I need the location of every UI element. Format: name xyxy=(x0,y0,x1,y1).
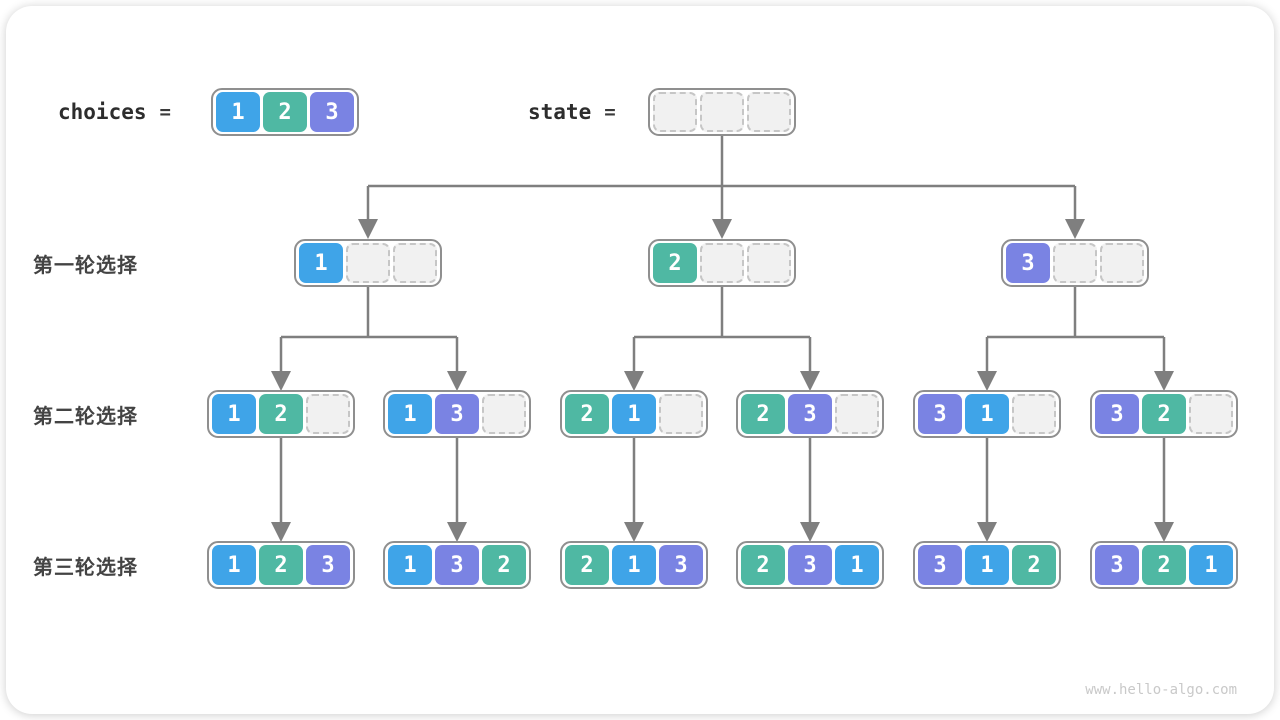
empty-cell xyxy=(482,394,526,434)
choice-cell-1: 1 xyxy=(965,545,1009,585)
choice-cell-3: 3 xyxy=(1095,394,1139,434)
choice-cell-3: 3 xyxy=(310,92,354,132)
empty-cell xyxy=(835,394,879,434)
choice-cell-2: 2 xyxy=(259,545,303,585)
choice-cell-2: 2 xyxy=(1142,394,1186,434)
empty-cell xyxy=(1053,243,1097,283)
choice-cell-3: 3 xyxy=(788,394,832,434)
choice-cell-2: 2 xyxy=(565,545,609,585)
empty-cell xyxy=(659,394,703,434)
choice-cell-2: 2 xyxy=(259,394,303,434)
row-label-round-1: 第一轮选择 xyxy=(33,254,138,277)
choice-cell-1: 1 xyxy=(388,545,432,585)
empty-cell xyxy=(1100,243,1144,283)
row-label-round-2: 第二轮选择 xyxy=(33,405,138,428)
choice-cell-2: 2 xyxy=(565,394,609,434)
choice-cell-1: 1 xyxy=(212,394,256,434)
empty-cell xyxy=(346,243,390,283)
choice-cell-1: 1 xyxy=(835,545,879,585)
choice-cell-2: 2 xyxy=(263,92,307,132)
choice-cell-3: 3 xyxy=(918,545,962,585)
choice-cell-1: 1 xyxy=(212,545,256,585)
choice-cell-2: 2 xyxy=(482,545,526,585)
level1-node-3: 3 xyxy=(1001,239,1149,287)
state-label-group: state = xyxy=(528,88,616,136)
choice-cell-3: 3 xyxy=(918,394,962,434)
state-label: state xyxy=(528,100,592,124)
empty-cell xyxy=(700,92,744,132)
choice-cell-2: 2 xyxy=(1012,545,1056,585)
choice-cell-1: 1 xyxy=(299,243,343,283)
equals-sign: = xyxy=(604,101,616,123)
choice-cell-2: 2 xyxy=(653,243,697,283)
empty-cell xyxy=(653,92,697,132)
level1-node-1: 1 xyxy=(294,239,442,287)
empty-cell xyxy=(747,243,791,283)
equals-sign: = xyxy=(159,101,171,123)
choice-cell-3: 3 xyxy=(306,545,350,585)
choice-cell-3: 3 xyxy=(435,394,479,434)
choice-cell-1: 1 xyxy=(388,394,432,434)
choice-cell-2: 2 xyxy=(1142,545,1186,585)
empty-cell xyxy=(1189,394,1233,434)
choice-cell-1: 1 xyxy=(1189,545,1233,585)
empty-cell xyxy=(700,243,744,283)
level1-node-2: 2 xyxy=(648,239,796,287)
empty-cell xyxy=(393,243,437,283)
choice-cell-1: 1 xyxy=(612,394,656,434)
choice-cell-1: 1 xyxy=(612,545,656,585)
choice-cell-3: 3 xyxy=(1095,545,1139,585)
choice-cell-1: 1 xyxy=(965,394,1009,434)
choice-cell-2: 2 xyxy=(741,394,785,434)
choice-cell-3: 3 xyxy=(435,545,479,585)
choice-cell-3: 3 xyxy=(659,545,703,585)
watermark: www.hello-algo.com xyxy=(1085,682,1237,698)
empty-cell xyxy=(747,92,791,132)
choices-label: choices xyxy=(58,100,147,124)
choice-cell-3: 3 xyxy=(1006,243,1050,283)
tree-connectors xyxy=(271,136,1174,542)
row-label-round-3: 第三轮选择 xyxy=(33,556,138,579)
choice-cell-1: 1 xyxy=(216,92,260,132)
empty-cell xyxy=(1012,394,1056,434)
state-box xyxy=(648,88,796,136)
empty-cell xyxy=(306,394,350,434)
choice-cell-3: 3 xyxy=(788,545,832,585)
choices-label-group: choices = xyxy=(58,88,171,136)
choice-cell-2: 2 xyxy=(741,545,785,585)
